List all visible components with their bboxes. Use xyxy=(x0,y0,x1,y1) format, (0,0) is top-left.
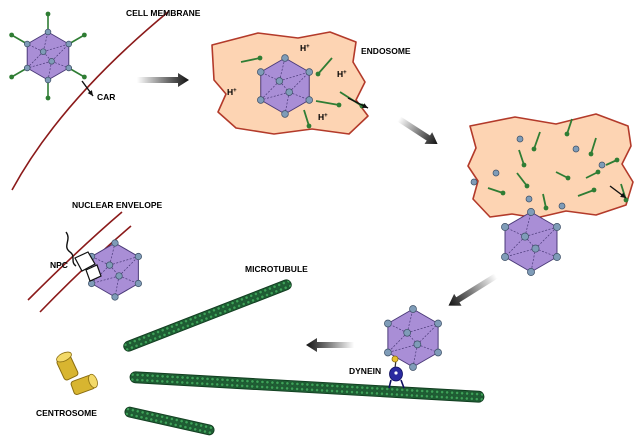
label-microtubule: MICROTUBULE xyxy=(245,264,308,274)
capsid-in-endosome xyxy=(257,54,313,118)
microtubule-long xyxy=(129,371,485,403)
arrow-endosome-escape xyxy=(397,116,438,145)
penton-base-icon xyxy=(598,161,606,169)
label-nuclear-envelope: NUCLEAR ENVELOPE xyxy=(72,200,163,210)
fiber-protein-icon xyxy=(487,187,506,196)
label-cell-membrane: CELL MEMBRANE xyxy=(126,8,201,18)
nuclear-pore-complex-icon xyxy=(65,231,102,282)
capsid-on-dynein xyxy=(384,305,442,371)
proton-label-4: H+ xyxy=(318,112,328,122)
fiber-protein-icon xyxy=(588,137,597,157)
penton-base-icon xyxy=(525,195,533,203)
fiber-protein-icon xyxy=(542,193,549,211)
fiber-protein-icon xyxy=(303,109,312,129)
car-binding-arrow xyxy=(81,80,94,97)
endosome-exit-arrow xyxy=(609,185,627,199)
label-centrosome: CENTROSOME xyxy=(36,408,97,418)
fiber-protein-icon xyxy=(516,172,530,189)
capsid-attached xyxy=(9,11,87,101)
penton-base-icon xyxy=(558,202,566,210)
fiber-protein-icon xyxy=(240,55,263,63)
label-dynein: DYNEIN xyxy=(349,366,381,376)
fiber-protein-icon xyxy=(315,100,342,108)
proton-label-2: H+ xyxy=(337,69,347,79)
label-endosome: ENDOSOME xyxy=(361,46,411,56)
fiber-protein-icon xyxy=(555,171,571,181)
label-car: CAR xyxy=(97,92,115,102)
fiber-protein-icon xyxy=(564,118,573,137)
penton-base-icon xyxy=(470,178,478,186)
microtubule-lower xyxy=(124,406,215,436)
penton-base-icon xyxy=(492,169,500,177)
arrow-to-endosome xyxy=(137,73,189,87)
endosome-lysis-arrow xyxy=(347,97,369,109)
microtubule-upper xyxy=(123,279,292,352)
dynein-motor-icon xyxy=(388,355,405,389)
label-npc: NPC xyxy=(50,260,68,270)
penton-base-icon xyxy=(516,135,524,143)
penton-base-icon xyxy=(572,145,580,153)
centrosome-icon xyxy=(56,351,98,395)
fiber-protein-icon xyxy=(605,157,620,166)
arrow-to-dynein xyxy=(448,273,498,306)
fiber-protein-icon xyxy=(577,187,597,197)
capsid-escaped xyxy=(501,208,561,276)
capsid-at-nucleus xyxy=(88,239,142,301)
fiber-protein-icon xyxy=(518,149,527,168)
fiber-protein-icon xyxy=(585,169,601,179)
fiber-protein-icon xyxy=(315,57,333,77)
proton-label-3: H+ xyxy=(227,87,237,97)
arrow-to-nucleus xyxy=(306,338,354,352)
endosome-2 xyxy=(467,113,634,219)
cell-membrane-line xyxy=(11,11,169,191)
proton-label-1: H+ xyxy=(300,43,310,53)
fiber-protein-icon xyxy=(531,131,541,152)
